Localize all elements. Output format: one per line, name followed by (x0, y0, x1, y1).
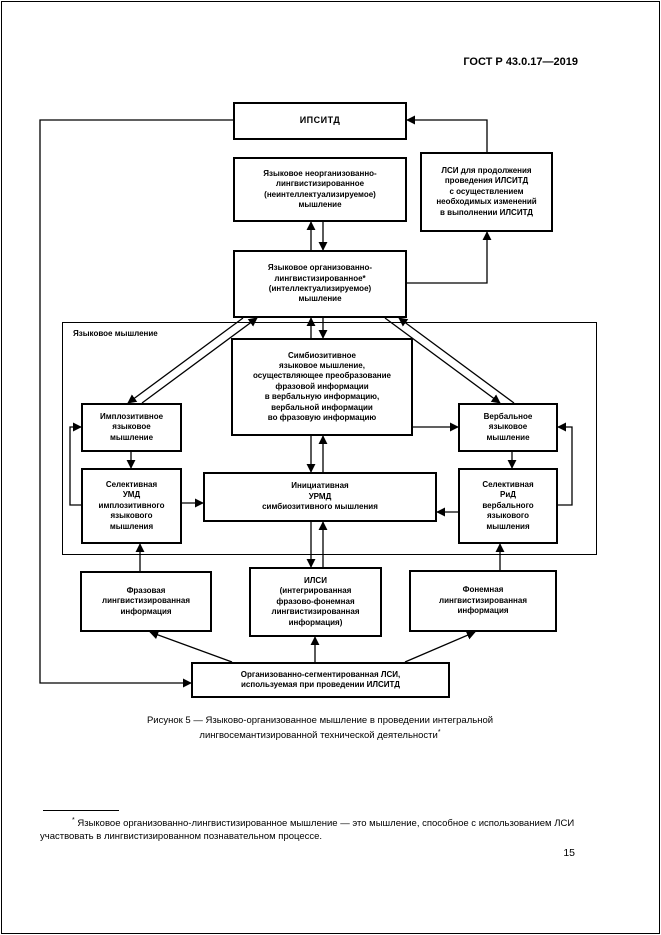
footnote-rule (43, 810, 119, 811)
container-label: Языковое мышление (73, 329, 158, 338)
caption-footnote-marker: * (437, 728, 441, 736)
box-selective-umd: Селективная УМД имплозитивного языкового… (81, 468, 182, 544)
box-lsi-continuation: ЛСИ для продолжения проведения ИЛСИТД с … (420, 152, 553, 232)
page-number: 15 (563, 847, 575, 859)
box-phrase-info: Фразовая лингвистизированная информация (80, 571, 212, 632)
box-initiative-urmd: Инициативная УРМД симбиозитивного мышлен… (203, 472, 437, 522)
figure-caption: Рисунок 5 — Языково-организованное мышле… (40, 714, 600, 743)
box-ilsi: ИЛСИ (интегрированная фразово-фонемная л… (249, 567, 382, 637)
box-unorganized-thinking: Языковое неорганизованно- лингвистизиров… (233, 157, 407, 222)
document-header: ГОСТ Р 43.0.17—2019 (463, 56, 578, 68)
caption-line1: Рисунок 5 — Языково-организованное мышле… (146, 715, 494, 726)
footnote: * Языковое организованно-лингвистизирова… (40, 816, 588, 844)
box-verbal-thinking: Вербальное языковое мышление (458, 403, 558, 452)
box-phoneme-info: Фонемная лингвистизированная информация (409, 570, 557, 632)
footnote-marker: * (72, 817, 75, 824)
footnote-text: Языковое организованно-лингвистизированн… (40, 818, 575, 843)
caption-line2: лингвосемантизированной технической деят… (199, 729, 438, 741)
box-selective-rid: Селективная РиД вербального языкового мы… (458, 468, 558, 544)
box-ipsitd: ИПСИТД (233, 102, 407, 140)
box-organized-segmented-lsi: Организованно-сегментированная ЛСИ, испо… (191, 662, 450, 698)
container-language-thinking: Языковое мышление (62, 322, 597, 555)
box-implositive-thinking: Имплозитивное языковое мышление (81, 403, 182, 452)
box-symbiositive-thinking: Симбиозитивное языковое мышление, осущес… (231, 338, 413, 436)
box-organized-thinking: Языковое организованно- лингвистизирован… (233, 250, 407, 318)
